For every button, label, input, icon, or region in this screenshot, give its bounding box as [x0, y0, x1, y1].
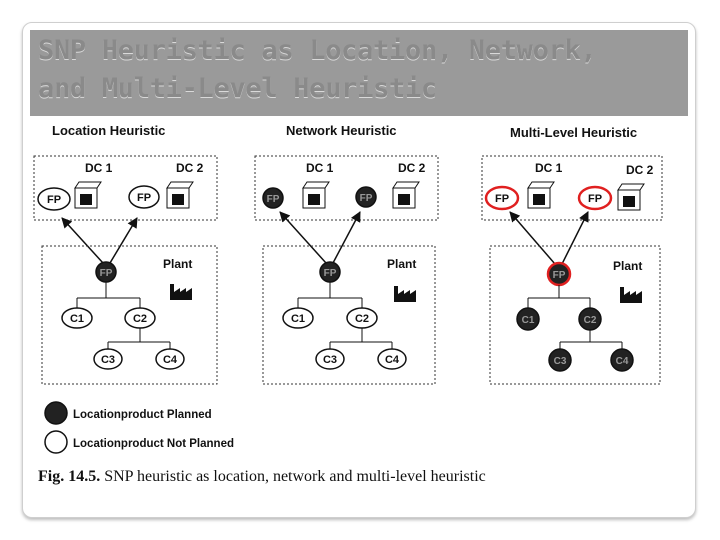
svg-text:C4: C4: [616, 356, 629, 367]
svg-text:C3: C3: [101, 354, 115, 366]
svg-text:FP: FP: [100, 268, 113, 279]
flow-arrow: [109, 217, 138, 264]
svg-text:C4: C4: [385, 354, 400, 366]
fp-node: [128, 185, 160, 209]
component-node: [61, 307, 93, 329]
component-node-planned: [610, 348, 634, 372]
svg-text:FP: FP: [360, 193, 373, 204]
dc2-label: DC 2: [176, 161, 204, 175]
caption-text: SNP heuristic as location, network and m…: [104, 468, 486, 485]
plant-label: Plant: [387, 257, 416, 271]
svg-text:FP: FP: [47, 194, 61, 206]
plant-label: Plant: [613, 259, 642, 273]
dc1-label: DC 1: [85, 161, 113, 175]
svg-text:C1: C1: [70, 313, 84, 325]
svg-text:FP: FP: [267, 194, 280, 205]
svg-text:C1: C1: [522, 315, 535, 326]
factory-icon: [170, 284, 192, 300]
component-node-planned: [516, 307, 540, 331]
fp-node-highlighted: [577, 185, 613, 211]
panel-multi-level-heuristic: Multi-Level Heuristic DC 1 DC 2 FP FP Pl…: [481, 125, 663, 385]
legend-not-planned-swatch: [44, 430, 68, 454]
panel-location-heuristic: Location Heuristic DC 1 DC 2 FP FP Plant…: [33, 123, 218, 385]
warehouse-icon: [74, 181, 102, 209]
warehouse-icon: [392, 181, 420, 209]
warehouse-icon: [302, 181, 330, 209]
legend-planned-label: Locationproduct Planned: [73, 409, 212, 421]
dc-box: [481, 155, 663, 221]
component-node: [155, 348, 185, 370]
legend-planned-swatch: [44, 401, 68, 425]
fp-node-highlighted: [484, 185, 520, 211]
dc1-label: DC 1: [306, 161, 334, 175]
figure-caption: Fig. 14.5. SNP heuristic as location, ne…: [38, 468, 486, 486]
plant-box: [41, 245, 218, 385]
warehouse-icon: [527, 181, 555, 209]
component-node: [93, 348, 123, 370]
flow-arrow: [509, 211, 556, 265]
svg-text:FP: FP: [137, 192, 151, 204]
dc-box: [254, 155, 439, 221]
svg-text:FP: FP: [588, 193, 602, 205]
panel-title: Network Heuristic: [286, 123, 397, 138]
component-node: [315, 348, 345, 370]
svg-text:C2: C2: [584, 315, 597, 326]
fp-node-planned: [262, 187, 284, 209]
panel-title: Location Heuristic: [52, 123, 165, 138]
component-node: [377, 348, 407, 370]
dc-box: [33, 155, 218, 221]
svg-text:FP: FP: [324, 268, 337, 279]
factory-icon: [620, 287, 642, 303]
fp-node-planned: [355, 186, 377, 208]
svg-text:C3: C3: [323, 354, 337, 366]
caption-figure-number: Fig. 14.5.: [38, 468, 101, 485]
svg-text:C4: C4: [163, 354, 178, 366]
panel-title: Multi-Level Heuristic: [510, 125, 637, 140]
plant-box: [262, 245, 436, 385]
plant-label: Plant: [163, 257, 192, 271]
legend-not-planned-label: Locationproduct Not Planned: [73, 438, 234, 450]
svg-text:FP: FP: [495, 193, 509, 205]
factory-icon: [394, 286, 416, 302]
panel-network-heuristic: Network Heuristic DC 1 DC 2 FP FP Plant …: [254, 123, 439, 385]
plant-box: [489, 245, 661, 385]
slide-title-line-2: and Multi-Level Heuristic: [38, 73, 437, 104]
svg-text:C1: C1: [291, 313, 305, 325]
dc1-label: DC 1: [535, 161, 563, 175]
svg-text:C2: C2: [355, 313, 369, 325]
flow-arrow: [279, 211, 327, 264]
flow-arrow: [332, 211, 361, 264]
flow-arrow: [61, 217, 104, 264]
warehouse-icon: [166, 181, 194, 209]
flow-arrow: [561, 211, 589, 265]
fp-node: [37, 187, 71, 211]
dc2-label: DC 2: [398, 161, 426, 175]
slide-title-line-1: SNP Heuristic as Location, Network,: [38, 35, 597, 66]
svg-text:C3: C3: [554, 356, 567, 367]
legend: Locationproduct Planned Locationproduct …: [44, 401, 234, 454]
title-bar: [30, 30, 688, 116]
warehouse-icon: [617, 183, 645, 211]
component-node-planned: [548, 348, 572, 372]
dc2-label: DC 2: [626, 163, 654, 177]
svg-text:FP: FP: [553, 270, 566, 281]
svg-text:C2: C2: [133, 313, 147, 325]
component-node: [282, 307, 314, 329]
